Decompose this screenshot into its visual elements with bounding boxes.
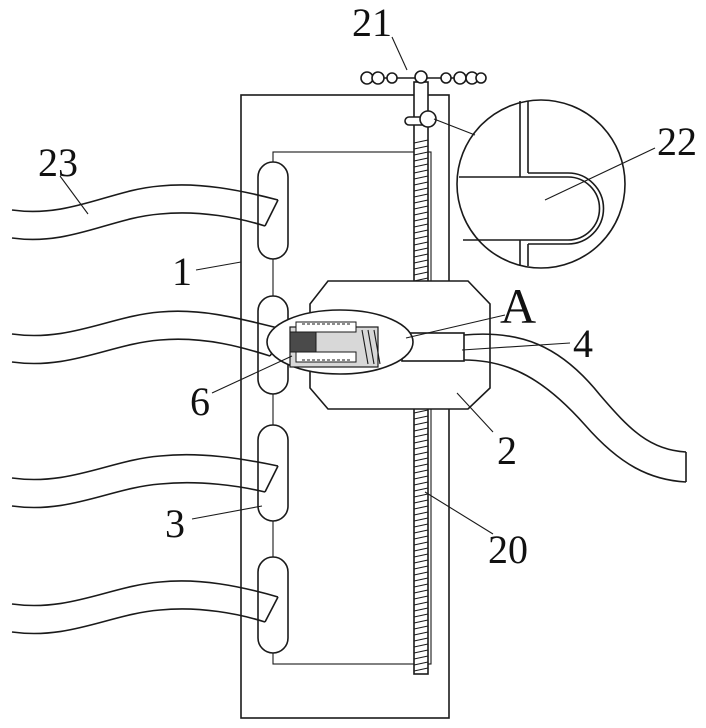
clamp-section-icon	[267, 310, 413, 374]
label-23: 23	[38, 140, 78, 185]
label-1: 1	[172, 249, 192, 294]
label-3: 3	[165, 501, 185, 546]
label-2: 2	[497, 428, 517, 473]
label-21: 21	[352, 0, 392, 45]
detail-magnifier-icon	[457, 100, 625, 268]
label-22: 22	[657, 119, 697, 164]
label-A: A	[500, 278, 536, 334]
label-6: 6	[190, 379, 210, 424]
label-20: 20	[488, 527, 528, 572]
label-4: 4	[573, 321, 593, 366]
